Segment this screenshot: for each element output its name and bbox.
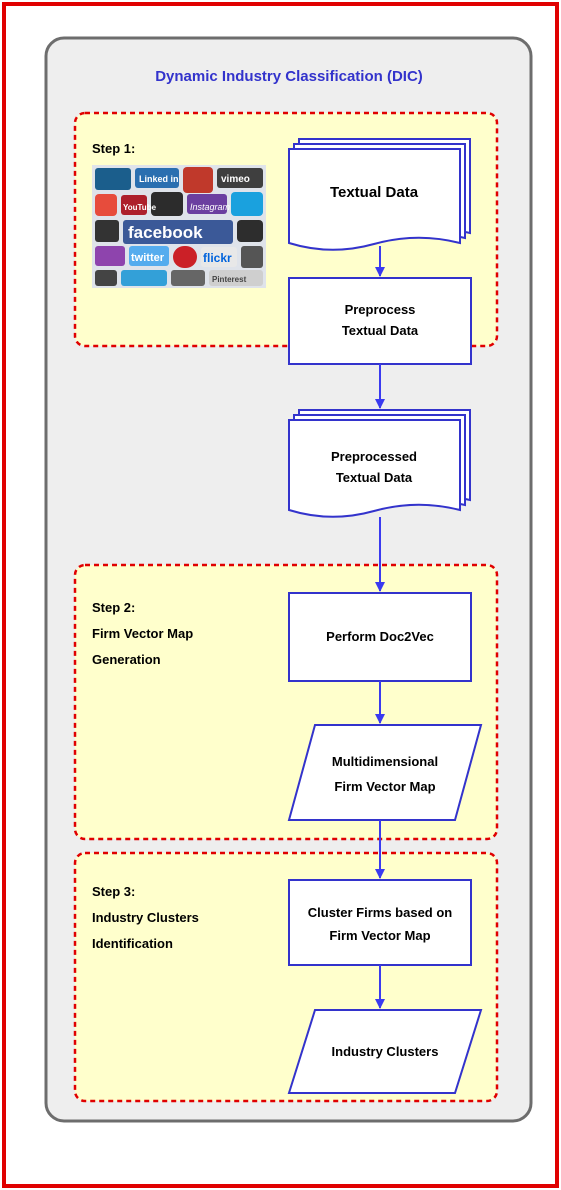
collage-word-facebook: facebook xyxy=(128,223,203,242)
textual-data-node: Textual Data xyxy=(288,138,471,251)
preprocess-label-line-1: Preprocess xyxy=(345,302,416,317)
textual-data-label: Textual Data xyxy=(330,184,419,201)
step-3-desc-line-2: Identification xyxy=(92,936,173,951)
collage-word-flickr: flickr xyxy=(203,251,232,265)
preprocessed-label-line-1: Preprocessed xyxy=(331,449,417,464)
vector-map-label-line-1: Multidimensional xyxy=(332,754,438,769)
vector-map-node: Multidimensional Firm Vector Map xyxy=(287,724,483,821)
vector-map-label-line-2: Firm Vector Map xyxy=(334,779,435,794)
doc2vec-node: Perform Doc2Vec xyxy=(288,592,472,682)
doc2vec-label: Perform Doc2Vec xyxy=(326,629,434,644)
industry-clusters-node: Industry Clusters xyxy=(287,1009,483,1094)
panel-title: Dynamic Industry Classification (DIC) xyxy=(155,68,423,85)
preprocess-label-line-2: Textual Data xyxy=(342,323,419,338)
collage-word-youtube: YouTube xyxy=(123,203,157,212)
preprocessed-data-node: Preprocessed Textual Data xyxy=(288,409,471,518)
step-2-label: Step 2: xyxy=(92,600,135,615)
step-1-label: Step 1: xyxy=(92,141,135,156)
collage-word-twitter: twitter xyxy=(131,252,165,264)
collage-word-pinterest: Pinterest xyxy=(212,275,247,284)
step-2-desc-line-1: Firm Vector Map xyxy=(92,626,193,641)
step-3-desc-line-1: Industry Clusters xyxy=(92,910,199,925)
cluster-label-line-2: Firm Vector Map xyxy=(329,928,430,943)
collage-word-linkedin: Linked in xyxy=(139,174,179,184)
cluster-label-line-1: Cluster Firms based on xyxy=(308,905,453,920)
industry-clusters-label: Industry Clusters xyxy=(332,1044,439,1059)
cluster-node: Cluster Firms based on Firm Vector Map xyxy=(288,879,472,966)
preprocess-node: Preprocess Textual Data xyxy=(288,277,472,365)
collage-word-instagram: Instagram xyxy=(190,202,231,212)
step-3-label: Step 3: xyxy=(92,884,135,899)
step-2-desc-line-2: Generation xyxy=(92,652,161,667)
preprocessed-label-line-2: Textual Data xyxy=(336,470,413,485)
social-media-collage-image: Linked in Instagram facebook twitter fli… xyxy=(92,165,266,288)
collage-word-vimeo: vimeo xyxy=(221,174,250,185)
